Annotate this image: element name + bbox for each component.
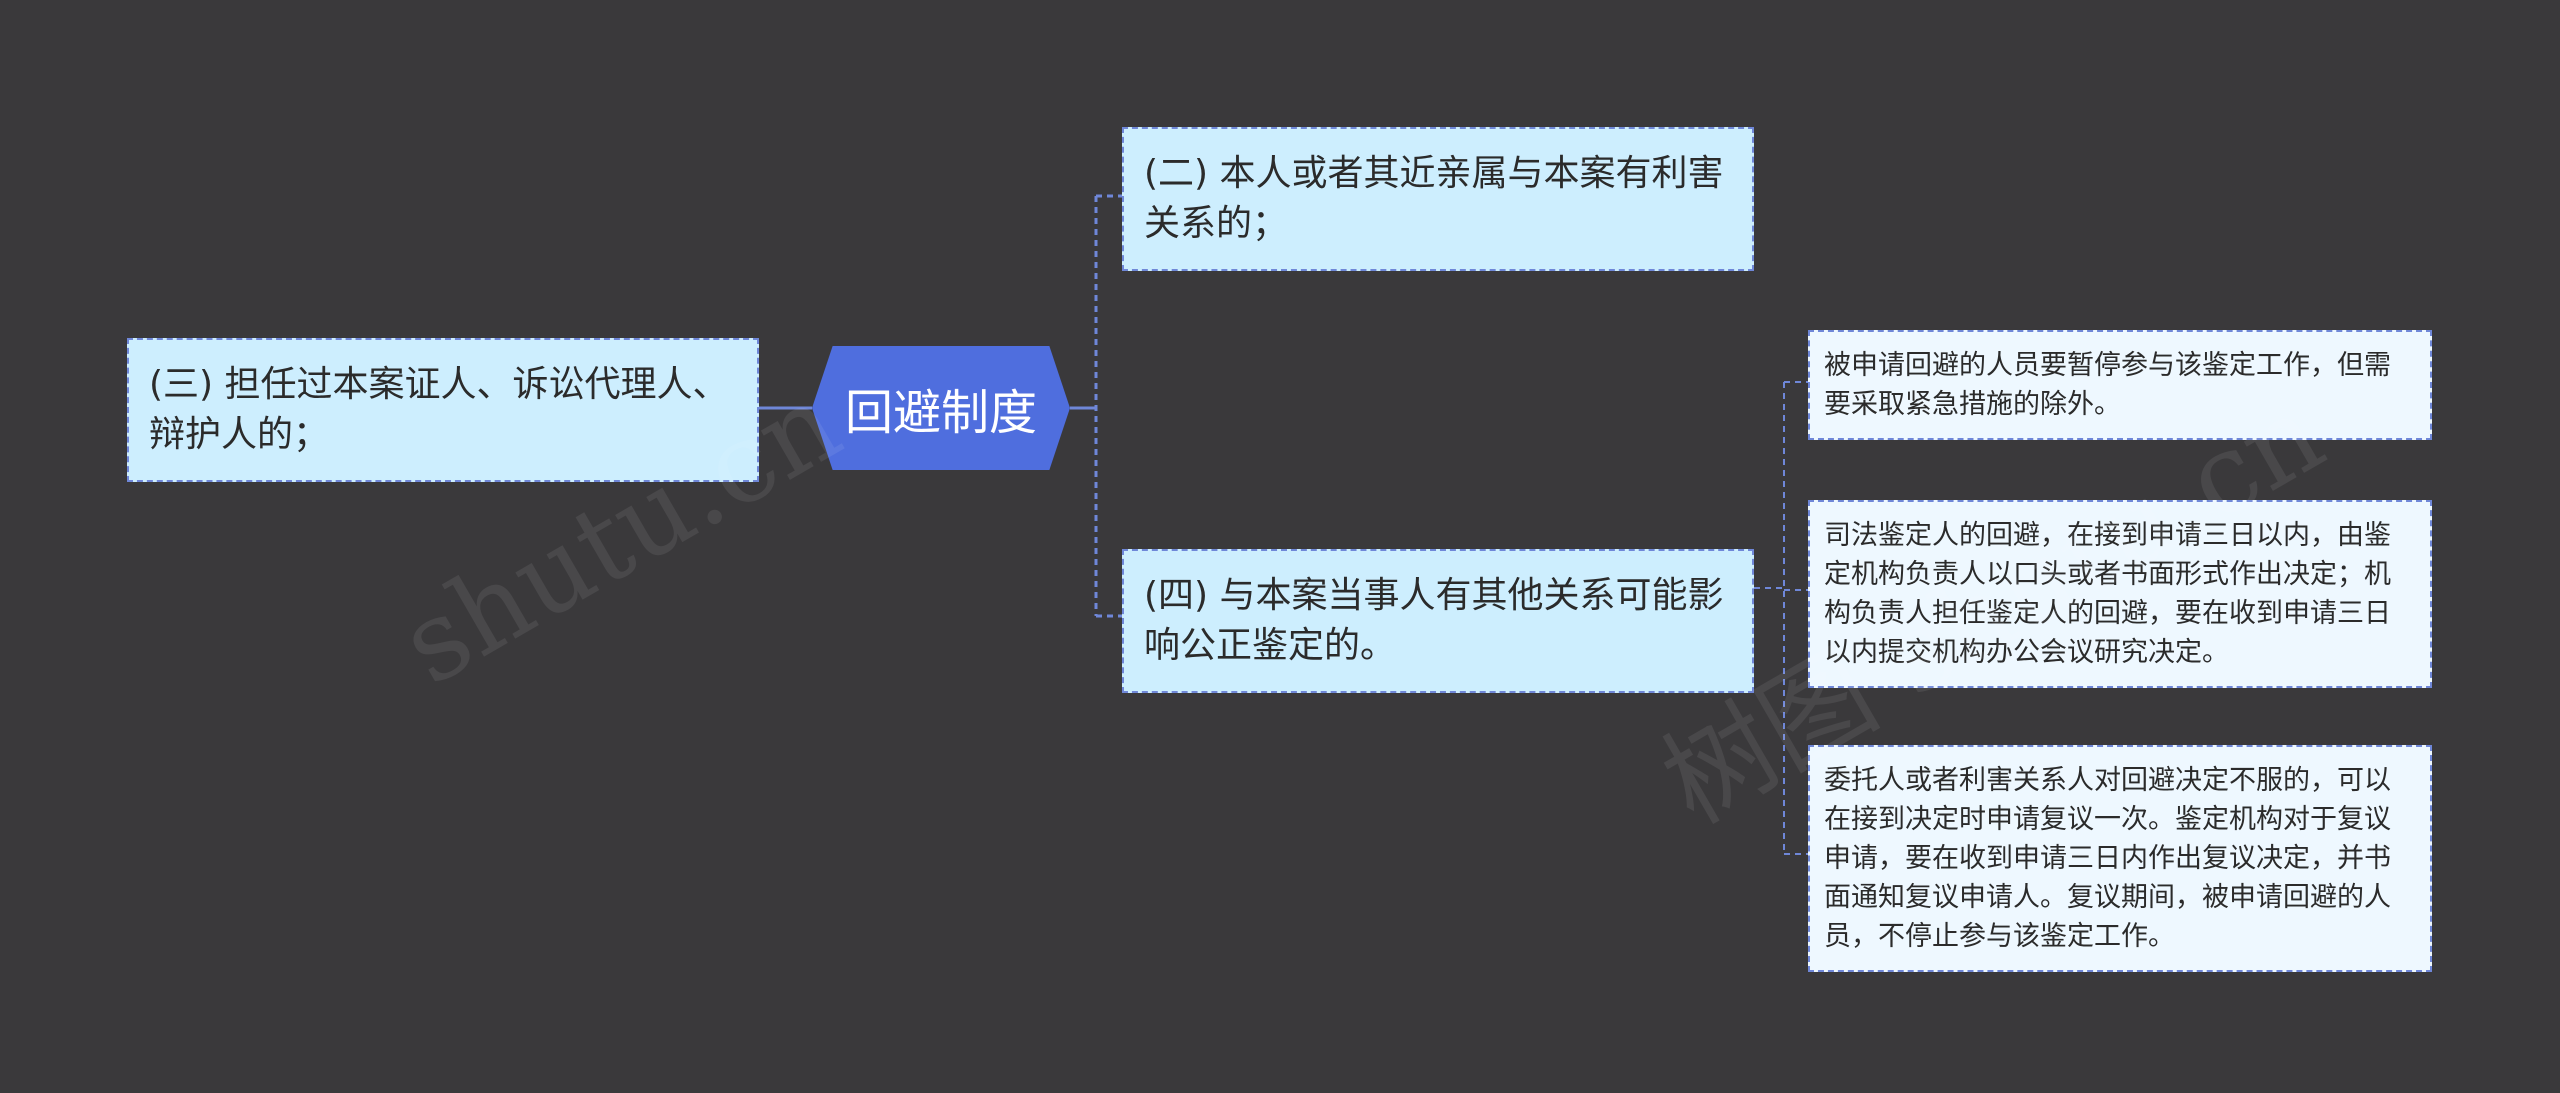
branch-node-3-text: (三) 担任过本案证人、诉讼代理人、辩护人的； <box>149 364 729 455</box>
leaf-node-3-text: 委托人或者利害关系人对回避决定不服的，可以在接到决定时申请复议一次。鉴定机构对于… <box>1824 765 2391 952</box>
central-topic-label: 回避制度 <box>844 385 1037 441</box>
branch-node-2-text: (二) 本人或者其近亲属与本案有利害关系的； <box>1144 153 1724 244</box>
leaf-node-2-text: 司法鉴定人的回避，在接到申请三日以内，由鉴定机构负责人以口头或者书面形式作出决定… <box>1824 520 2391 668</box>
leaf-node-1[interactable]: 被申请回避的人员要暂停参与该鉴定工作，但需要采取紧急措施的除外。 <box>1808 330 2432 440</box>
leaf-node-2[interactable]: 司法鉴定人的回避，在接到申请三日以内，由鉴定机构负责人以口头或者书面形式作出决定… <box>1808 500 2432 688</box>
branch-node-4[interactable]: (四) 与本案当事人有其他关系可能影响公正鉴定的。 <box>1122 549 1754 693</box>
central-topic[interactable]: 回避制度 <box>812 346 1070 470</box>
branch-node-4-text: (四) 与本案当事人有其他关系可能影响公正鉴定的。 <box>1144 575 1724 666</box>
leaf-node-1-text: 被申请回避的人员要暂停参与该鉴定工作，但需要采取紧急措施的除外。 <box>1824 350 2391 420</box>
leaf-node-3[interactable]: 委托人或者利害关系人对回避决定不服的，可以在接到决定时申请复议一次。鉴定机构对于… <box>1808 745 2432 972</box>
branch-node-2[interactable]: (二) 本人或者其近亲属与本案有利害关系的； <box>1122 127 1754 271</box>
branch-node-3[interactable]: (三) 担任过本案证人、诉讼代理人、辩护人的； <box>127 338 759 482</box>
